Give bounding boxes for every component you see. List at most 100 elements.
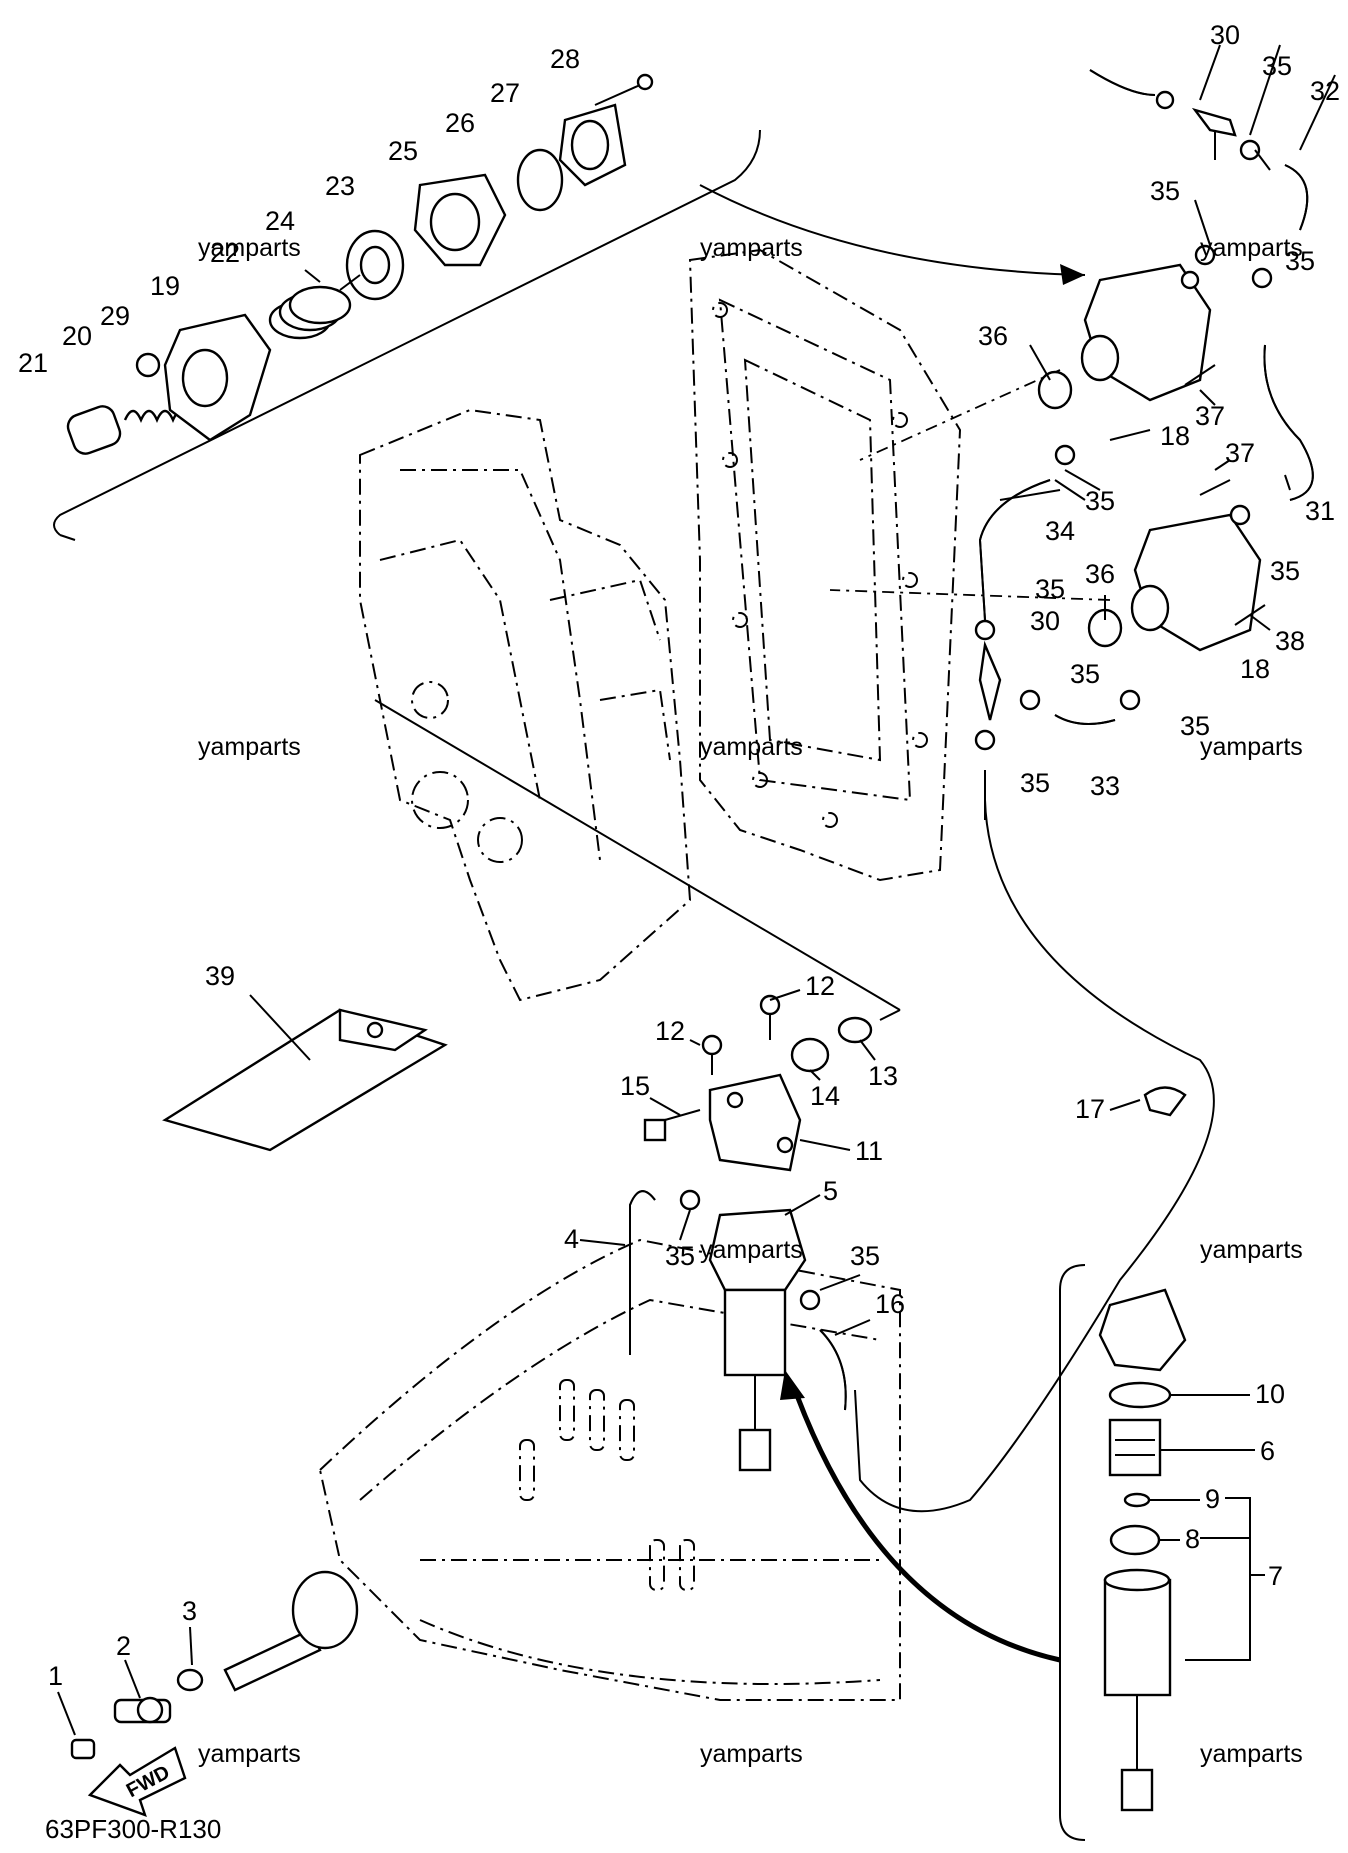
part-13-collar[interactable] xyxy=(837,1016,873,1044)
callout-22[interactable]: 22 xyxy=(210,238,240,268)
route-arrowhead-filter xyxy=(780,1370,805,1400)
part-31-hose[interactable] xyxy=(1263,344,1314,501)
part-28-screw[interactable] xyxy=(594,73,654,106)
part-23-diaphragm[interactable] xyxy=(339,229,405,301)
part-26-valve-disc[interactable] xyxy=(516,148,564,212)
part-9-ring[interactable] xyxy=(1123,1492,1151,1508)
callout-35-j[interactable]: 35 xyxy=(665,1241,695,1271)
filter-head[interactable] xyxy=(1098,1288,1187,1372)
part-21-collar[interactable] xyxy=(65,403,124,457)
callout-21[interactable]: 21 xyxy=(18,348,48,378)
callout-8[interactable]: 8 xyxy=(1185,1524,1200,1554)
callout-35-a[interactable]: 35 xyxy=(1262,51,1292,81)
callout-18-a[interactable]: 18 xyxy=(1160,421,1190,451)
callout-27[interactable]: 27 xyxy=(490,78,520,108)
part-15-bolt[interactable] xyxy=(643,1109,701,1142)
callout-4[interactable]: 4 xyxy=(564,1224,579,1254)
callout-37-a[interactable]: 37 xyxy=(1195,401,1225,431)
callout-6[interactable]: 6 xyxy=(1260,1436,1275,1466)
part-16-hose[interactable] xyxy=(819,1329,847,1411)
callout-36-b[interactable]: 36 xyxy=(1085,559,1115,589)
part-32-hose[interactable] xyxy=(1284,164,1309,231)
part-2-joint[interactable] xyxy=(113,1696,172,1724)
part-14-grommet[interactable] xyxy=(790,1037,830,1073)
callout-25[interactable]: 25 xyxy=(388,136,418,166)
callout-31[interactable]: 31 xyxy=(1305,496,1335,526)
callout-12-b[interactable]: 12 xyxy=(655,1016,685,1046)
part-1-plug[interactable] xyxy=(70,1738,96,1760)
part-37-bolt-upper[interactable] xyxy=(1184,364,1216,386)
callout-29[interactable]: 29 xyxy=(100,301,130,331)
part-11-bracket[interactable] xyxy=(708,1073,802,1172)
part-18-fuel-pump-lower[interactable] xyxy=(1130,513,1262,652)
callout-1[interactable]: 1 xyxy=(48,1661,63,1691)
callout-39[interactable]: 39 xyxy=(205,961,235,991)
part-37-bolt-lower[interactable] xyxy=(1199,479,1231,496)
route-line-block-to-filter xyxy=(374,699,901,1011)
callout-24[interactable]: 24 xyxy=(265,206,295,236)
callout-35-i[interactable]: 35 xyxy=(1020,768,1050,798)
callout-14[interactable]: 14 xyxy=(810,1081,840,1111)
callout-30-a[interactable]: 30 xyxy=(1210,20,1240,50)
part-12-bolt-a[interactable] xyxy=(759,994,781,1040)
part-3-clip[interactable] xyxy=(176,1668,204,1692)
callout-19[interactable]: 19 xyxy=(150,271,180,301)
callout-17[interactable]: 17 xyxy=(1075,1094,1105,1124)
callout-35-e[interactable]: 35 xyxy=(1035,574,1065,604)
callout-10[interactable]: 10 xyxy=(1255,1379,1285,1409)
part-39-kit-bag[interactable] xyxy=(162,1008,448,1152)
part-18-fuel-pump-upper[interactable] xyxy=(1080,263,1212,402)
part-8-float[interactable] xyxy=(1109,1524,1161,1556)
callout-20[interactable]: 20 xyxy=(62,321,92,351)
part-24-pin[interactable] xyxy=(304,269,321,283)
route-line-main-arrow[interactable] xyxy=(792,1389,1061,1663)
callout-12-a[interactable]: 12 xyxy=(805,971,835,1001)
part-6-element[interactable] xyxy=(1108,1418,1162,1477)
callout-18-b[interactable]: 18 xyxy=(1240,654,1270,684)
callout-7[interactable]: 7 xyxy=(1268,1561,1283,1591)
part-34-hose[interactable] xyxy=(978,479,1051,621)
callout-2[interactable]: 2 xyxy=(116,1631,131,1661)
part-22-spring[interactable] xyxy=(268,285,352,340)
callout-3[interactable]: 3 xyxy=(182,1596,197,1626)
callout-16[interactable]: 16 xyxy=(875,1289,905,1319)
part-36-gasket-upper[interactable] xyxy=(1037,370,1073,410)
callout-35-f[interactable]: 35 xyxy=(1270,556,1300,586)
callout-5[interactable]: 5 xyxy=(823,1176,838,1206)
callout-11[interactable]: 11 xyxy=(855,1136,883,1166)
callout-15[interactable]: 15 xyxy=(620,1071,650,1101)
part-7-cup[interactable] xyxy=(1103,1568,1172,1812)
group-bracket-7 xyxy=(1185,1497,1265,1661)
callout-30-b[interactable]: 30 xyxy=(1030,606,1060,636)
part-29-nut[interactable] xyxy=(135,352,161,378)
part-19-pump-body[interactable] xyxy=(163,313,272,442)
callout-26[interactable]: 26 xyxy=(445,108,475,138)
callout-34[interactable]: 34 xyxy=(1045,516,1075,546)
part-33-hose[interactable] xyxy=(1054,714,1116,725)
callout-35-k[interactable]: 35 xyxy=(850,1241,880,1271)
part-17-clip[interactable] xyxy=(1143,1086,1187,1117)
callout-35-h[interactable]: 35 xyxy=(1180,711,1210,741)
callout-23[interactable]: 23 xyxy=(325,171,355,201)
callout-32[interactable]: 32 xyxy=(1310,76,1340,106)
callout-36-a[interactable]: 36 xyxy=(978,321,1008,351)
callout-28[interactable]: 28 xyxy=(550,44,580,74)
part-12-bolt-b[interactable] xyxy=(701,1034,723,1075)
part-4-hose[interactable] xyxy=(629,1190,656,1355)
callout-35-g[interactable]: 35 xyxy=(1070,659,1100,689)
callout-37-b[interactable]: 37 xyxy=(1225,438,1255,468)
callout-13[interactable]: 13 xyxy=(868,1061,898,1091)
part-10-o-ring[interactable] xyxy=(1108,1381,1172,1409)
part-5-fuel-filter[interactable] xyxy=(708,1208,807,1472)
part-25-pump-cover[interactable] xyxy=(413,173,507,267)
part-27-gasket[interactable] xyxy=(558,103,627,187)
callout-35-d[interactable]: 35 xyxy=(1085,486,1115,516)
part-30-joint-lower[interactable] xyxy=(978,640,1002,721)
callout-35-b[interactable]: 35 xyxy=(1150,176,1180,206)
callout-9[interactable]: 9 xyxy=(1205,1484,1220,1514)
part-30-joint-upper[interactable] xyxy=(1191,107,1237,160)
callout-35-c[interactable]: 35 xyxy=(1285,246,1315,276)
callout-33[interactable]: 33 xyxy=(1090,771,1120,801)
part-35-clamps[interactable] xyxy=(679,90,1273,1311)
callout-38[interactable]: 38 xyxy=(1275,626,1305,656)
